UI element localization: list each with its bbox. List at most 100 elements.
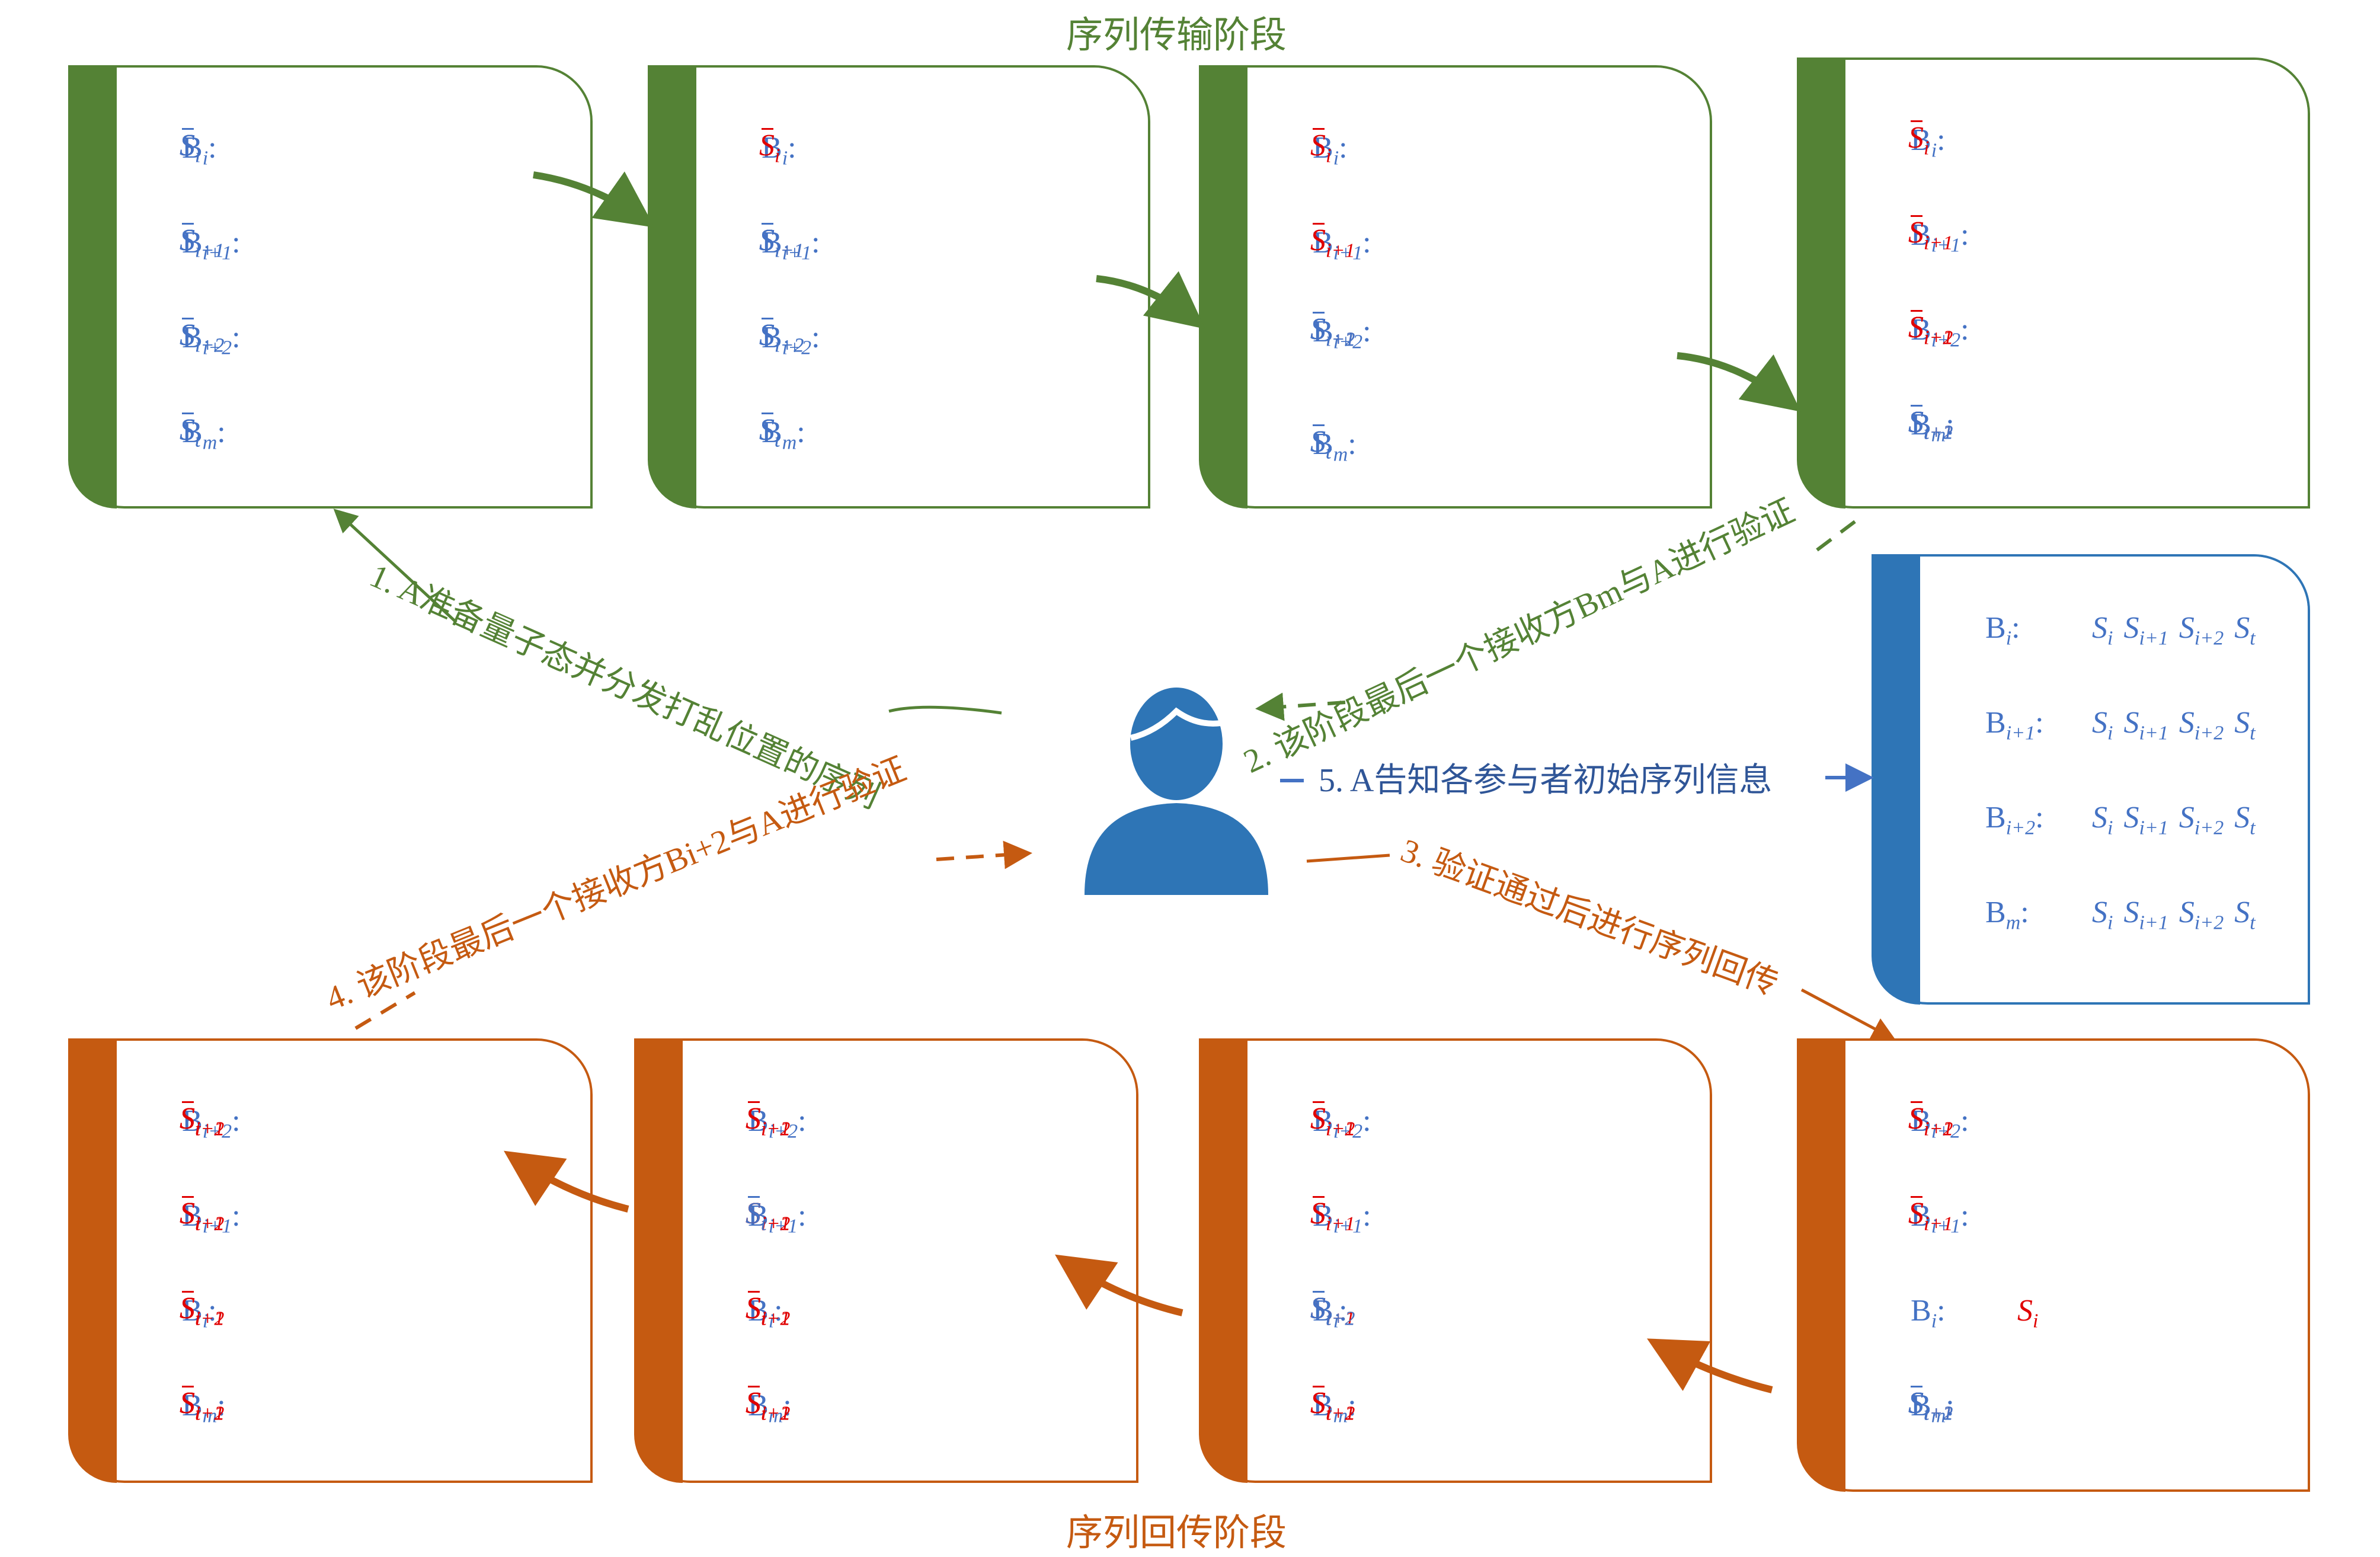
qubit-sequence-item: Si [759,223,780,262]
participant-label: Bm: [1313,427,1357,466]
box-accent-bar [634,1038,683,1483]
qubit-sequence-item: Si+1 [1310,1291,1355,1330]
qubit-sequence-item: Si+1 [180,1196,225,1235]
participant-row: Bi:Si [1908,120,2373,162]
return-stage-title: 序列回传阶段 [1066,1511,1287,1554]
qubit-sequence-item: Si+1 [746,1101,791,1140]
step3-label: 3. 验证通过后进行序列回传 [1396,832,1783,1003]
box-accent-bar [1199,65,1247,509]
qubit-sequence-item: Si+1 [180,1386,225,1425]
qubit-sequence-item: Si+2 [759,318,804,357]
qubit-sequence-item: Si+1 [1310,1196,1355,1235]
qubit-sequence-item: Si+1 [180,223,225,262]
qubit-sequence-item: St [759,413,780,452]
qubit-sequence-item: Si+2 [746,1196,791,1235]
qubit-sequence-item: Si [2017,1294,2039,1332]
qubit-sequence-item: St [759,413,780,452]
participant-label: Bi+2: [182,321,241,359]
qubit-sequence-item: Si [1310,312,1332,351]
qubit-sequence-item: Si+1 [1310,1101,1355,1140]
participant-label: Bi+2: [1313,1104,1371,1143]
qubit-sequence-item: St [1908,405,1930,444]
participant-label: Bi+1: [182,226,241,264]
qubit-sequence-item: Si+2 [759,318,804,357]
qubit-sequence-item: Si [746,1386,767,1425]
qubit-sequence-item: Si+2 [1908,1386,1953,1425]
qubit-sequence-item: Si [1908,120,1930,159]
qubit-sequence-item: Si+1 [759,223,804,262]
arrow-box3-to-box4 [1677,352,1801,412]
step4-label: 4. 该阶段最后一个接收方Bi+2与A进行验证 [321,751,911,1018]
qubit-sequence-item: St [180,413,201,452]
qubit-sequence-item: St [2234,896,2256,934]
qubit-sequence-item: Si [1310,1101,1332,1140]
qubit-sequence-item: Si+2 [1310,1386,1355,1425]
qubit-sequence-item: Si [1310,1291,1332,1330]
step2-label: 2. 该阶段最后一个接收方Bm与A进行验证 [1238,493,1800,781]
arrow-rbox2-to-rbox1 [504,1150,629,1213]
arrow-rbox3-to-rbox2 [1055,1254,1183,1316]
qubit-sequence-item: Si+2 [180,318,225,357]
step5-label: 5. A告知各参与者初始序列信息 [1319,762,1772,799]
qubit-sequence-item: Si+2 [1310,1291,1355,1330]
transmission-stage-title: 序列传输阶段 [1066,13,1287,56]
participant-row: Bi:Si [1911,1294,2373,1332]
participant-label: Bm: [1985,896,2029,934]
qubit-sequence-item: Si [759,223,780,262]
qubit-sequence-item: St [2234,706,2256,744]
qubit-sequence-item: St [1310,1291,1332,1330]
qubit-sequence-item: Si [1908,1386,1930,1425]
qubit-sequence-item: Si+2 [2179,801,2224,839]
qubit-sequence-item: Si+1 [1908,215,1953,254]
participant-label: Bi: [1313,131,1348,170]
person-icon [1085,688,1268,895]
qubit-sequence-item: Si+2 [746,1291,791,1330]
qubit-sequence-item: Si+1 [180,223,225,262]
qubit-sequence-item: Si+1 [2123,896,2168,934]
qubit-sequence-item: Si+1 [746,1196,791,1235]
box-accent-bar [648,65,696,509]
participant-label: Bi+2: [1911,313,1969,351]
qubit-sequence-item: St [759,413,780,452]
participant-label: Bi: [1911,123,1946,162]
arrow-step1 [338,513,1002,715]
participant-label: Bi: [1985,611,2020,650]
qubit-sequence-item: St [180,1101,201,1140]
qubit-sequence-item: Si [2092,801,2113,839]
qubit-sequence-item: Si+2 [1310,312,1355,351]
qubit-sequence-item: Si+1 [1908,1386,1953,1425]
qubit-sequence-item: Si [1908,1101,1930,1140]
participant-label: Bm: [182,415,226,454]
arrow-step2 [1262,520,1856,708]
qubit-sequence-item: St [180,413,201,452]
qubit-sequence-item: St [1310,424,1332,463]
qubit-sequence-item: St [1908,405,1930,444]
box-accent-bar [68,65,117,509]
qubit-sequence-item: Si+1 [1908,405,1953,444]
qubit-sequence-item: Si+1 [2123,706,2168,744]
qubit-sequence-item: Si [2092,611,2113,650]
participant-label: Bi+1: [762,226,820,264]
qubit-sequence-item: Si+2 [1908,405,1953,444]
qubit-sequence-item: Si [180,1386,201,1425]
participant-label: Bi+1: [748,1199,807,1238]
qubit-sequence-item: Si+1 [759,223,804,262]
